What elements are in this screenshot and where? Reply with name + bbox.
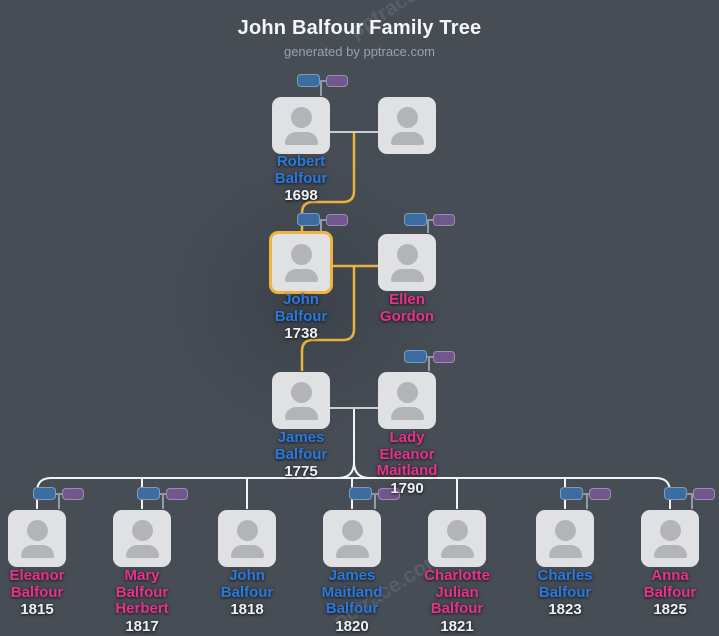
person-card-anna-balfour-1825[interactable] bbox=[641, 510, 699, 567]
person-card-ellen-gordon[interactable] bbox=[378, 234, 436, 291]
mini-couple-mary-spouse[interactable] bbox=[137, 487, 188, 500]
male-ancestor-icon[interactable] bbox=[404, 350, 427, 363]
person-label-lady-eleanor-maitland: Lady Eleanor Maitland 1790 bbox=[376, 429, 438, 497]
person-label-charlotte-julian-balfour: Charlotte Julian Balfour 1821 bbox=[424, 567, 490, 635]
person-card-james-balfour-1775[interactable] bbox=[272, 372, 330, 429]
person-silhouette-icon bbox=[272, 234, 330, 291]
person-silhouette-icon bbox=[272, 372, 330, 429]
person-silhouette-icon bbox=[428, 510, 486, 567]
person-card-james-maitland-balfour[interactable] bbox=[323, 510, 381, 567]
mini-couple-robert-parents[interactable] bbox=[297, 74, 348, 87]
male-ancestor-icon[interactable] bbox=[664, 487, 687, 500]
mini-couple-link bbox=[56, 492, 62, 495]
person-label-anna-balfour-1825: Anna Balfour 1825 bbox=[643, 567, 697, 618]
person-label-james-balfour-1775: James Balfour 1775 bbox=[274, 429, 328, 480]
female-ancestor-icon[interactable] bbox=[62, 487, 84, 500]
page-title: John Balfour Family Tree bbox=[237, 17, 482, 39]
female-ancestor-icon[interactable] bbox=[433, 350, 455, 363]
mini-couple-link bbox=[160, 492, 166, 495]
mini-couple-link bbox=[427, 355, 433, 358]
person-silhouette-icon bbox=[378, 234, 436, 291]
person-label-robert-balfour: Robert Balfour 1698 bbox=[274, 153, 328, 204]
mini-couple-link bbox=[372, 492, 378, 495]
person-card-unknown-spouse[interactable] bbox=[378, 97, 436, 154]
female-ancestor-icon[interactable] bbox=[433, 213, 455, 226]
male-ancestor-icon[interactable] bbox=[297, 74, 320, 87]
person-label-eleanor-balfour-1815: Eleanor Balfour 1815 bbox=[9, 567, 65, 618]
male-ancestor-icon[interactable] bbox=[297, 213, 320, 226]
female-ancestor-icon[interactable] bbox=[326, 213, 348, 226]
children-bus-line bbox=[36, 477, 671, 509]
person-label-ellen-gordon: Ellen Gordon bbox=[379, 291, 435, 325]
person-card-charles-balfour-1823[interactable] bbox=[536, 510, 594, 567]
lineage-line-gen2-to-gen3 bbox=[300, 267, 356, 371]
person-label-charles-balfour-1823: Charles Balfour 1823 bbox=[537, 567, 593, 618]
person-silhouette-icon bbox=[8, 510, 66, 567]
person-card-john-balfour-1818[interactable] bbox=[218, 510, 276, 567]
person-card-robert-balfour[interactable] bbox=[272, 97, 330, 154]
mini-couple-link bbox=[583, 492, 589, 495]
mini-couple-link bbox=[320, 218, 326, 221]
person-silhouette-icon bbox=[378, 372, 436, 429]
person-card-eleanor-balfour-1815[interactable] bbox=[8, 510, 66, 567]
person-silhouette-icon bbox=[536, 510, 594, 567]
mini-couple-ellen-parents[interactable] bbox=[404, 213, 455, 226]
female-ancestor-icon[interactable] bbox=[326, 74, 348, 87]
mini-couple-link bbox=[427, 218, 433, 221]
person-card-john-balfour-1738[interactable] bbox=[269, 231, 333, 294]
person-silhouette-icon bbox=[113, 510, 171, 567]
person-label-john-balfour-1818: John Balfour 1818 bbox=[220, 567, 274, 618]
person-card-charlotte-julian-balfour[interactable] bbox=[428, 510, 486, 567]
person-silhouette-icon bbox=[218, 510, 276, 567]
male-ancestor-icon[interactable] bbox=[137, 487, 160, 500]
page-subtitle: generated by pptrace.com bbox=[283, 44, 436, 59]
person-silhouette-icon bbox=[378, 97, 436, 154]
mini-couple-anna-spouse[interactable] bbox=[664, 487, 715, 500]
male-ancestor-icon[interactable] bbox=[560, 487, 583, 500]
mini-couple-eleanor-maitland-parents[interactable] bbox=[404, 350, 455, 363]
person-silhouette-icon bbox=[641, 510, 699, 567]
lineage-line-gen1-to-gen2 bbox=[300, 133, 356, 233]
female-ancestor-icon[interactable] bbox=[589, 487, 611, 500]
male-ancestor-icon[interactable] bbox=[349, 487, 372, 500]
mini-couple-john-parents[interactable] bbox=[297, 213, 348, 226]
person-silhouette-icon bbox=[323, 510, 381, 567]
female-ancestor-icon[interactable] bbox=[166, 487, 188, 500]
person-label-mary-balfour-herbert: Mary Balfour Herbert 1817 bbox=[115, 567, 169, 635]
mini-couple-james-maitland-spouse[interactable] bbox=[349, 487, 400, 500]
person-card-mary-balfour-herbert[interactable] bbox=[113, 510, 171, 567]
female-ancestor-icon[interactable] bbox=[378, 487, 400, 500]
person-card-lady-eleanor-maitland[interactable] bbox=[378, 372, 436, 429]
person-label-john-balfour-1738: John Balfour 1738 bbox=[274, 291, 328, 342]
person-silhouette-icon bbox=[272, 97, 330, 154]
mini-pair-drops bbox=[58, 81, 693, 509]
mini-couple-link bbox=[687, 492, 693, 495]
mini-couple-charles-spouse[interactable] bbox=[560, 487, 611, 500]
mini-couple-link bbox=[320, 79, 326, 82]
mini-couple-eleanor-spouse[interactable] bbox=[33, 487, 84, 500]
person-label-james-maitland-balfour: James Maitland Balfour 1820 bbox=[321, 567, 383, 635]
female-ancestor-icon[interactable] bbox=[693, 487, 715, 500]
male-ancestor-icon[interactable] bbox=[33, 487, 56, 500]
male-ancestor-icon[interactable] bbox=[404, 213, 427, 226]
